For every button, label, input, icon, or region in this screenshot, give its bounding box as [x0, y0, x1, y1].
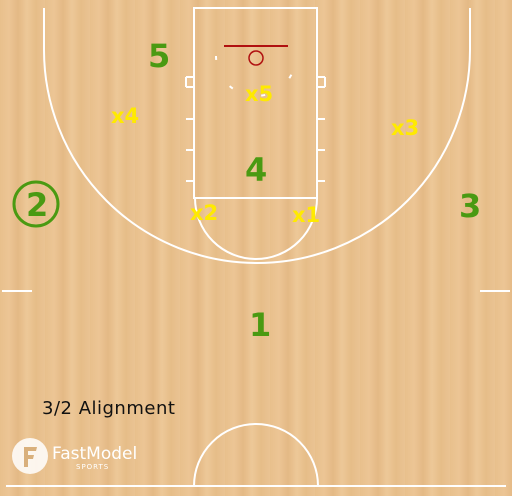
diagram-caption: 3/2 Alignment — [42, 398, 175, 419]
defense-players: x5 x4 x3 x2 x1 — [111, 82, 419, 227]
player-4[interactable]: 4 — [245, 151, 267, 189]
player-2[interactable]: 2 — [26, 186, 48, 224]
center-circle — [193, 423, 319, 487]
ball-handler-ring — [12, 180, 60, 228]
defender-x2[interactable]: x2 — [190, 201, 218, 225]
player-3[interactable]: 3 — [459, 187, 481, 225]
defender-x3[interactable]: x3 — [391, 116, 419, 140]
fastmodel-wordmark: FastModel — [52, 444, 137, 464]
fastmodel-sub: SPORTS — [76, 463, 109, 471]
rim — [248, 50, 264, 66]
defender-x5[interactable]: x5 — [245, 82, 273, 106]
three-point-line — [43, 8, 471, 264]
paint-lane — [193, 7, 318, 199]
free-throw-circle — [194, 197, 318, 260]
defender-x4[interactable]: x4 — [111, 104, 139, 128]
player-1[interactable]: 1 — [249, 306, 271, 344]
player-5[interactable]: 5 — [148, 37, 170, 75]
defender-x1[interactable]: x1 — [292, 203, 320, 227]
offense-players: 5 4 3 1 2 — [12, 37, 481, 344]
fastmodel-f-glyph — [24, 447, 37, 467]
court-lines — [2, 7, 510, 487]
fastmodel-logo: FastModel SPORTS — [12, 438, 137, 474]
